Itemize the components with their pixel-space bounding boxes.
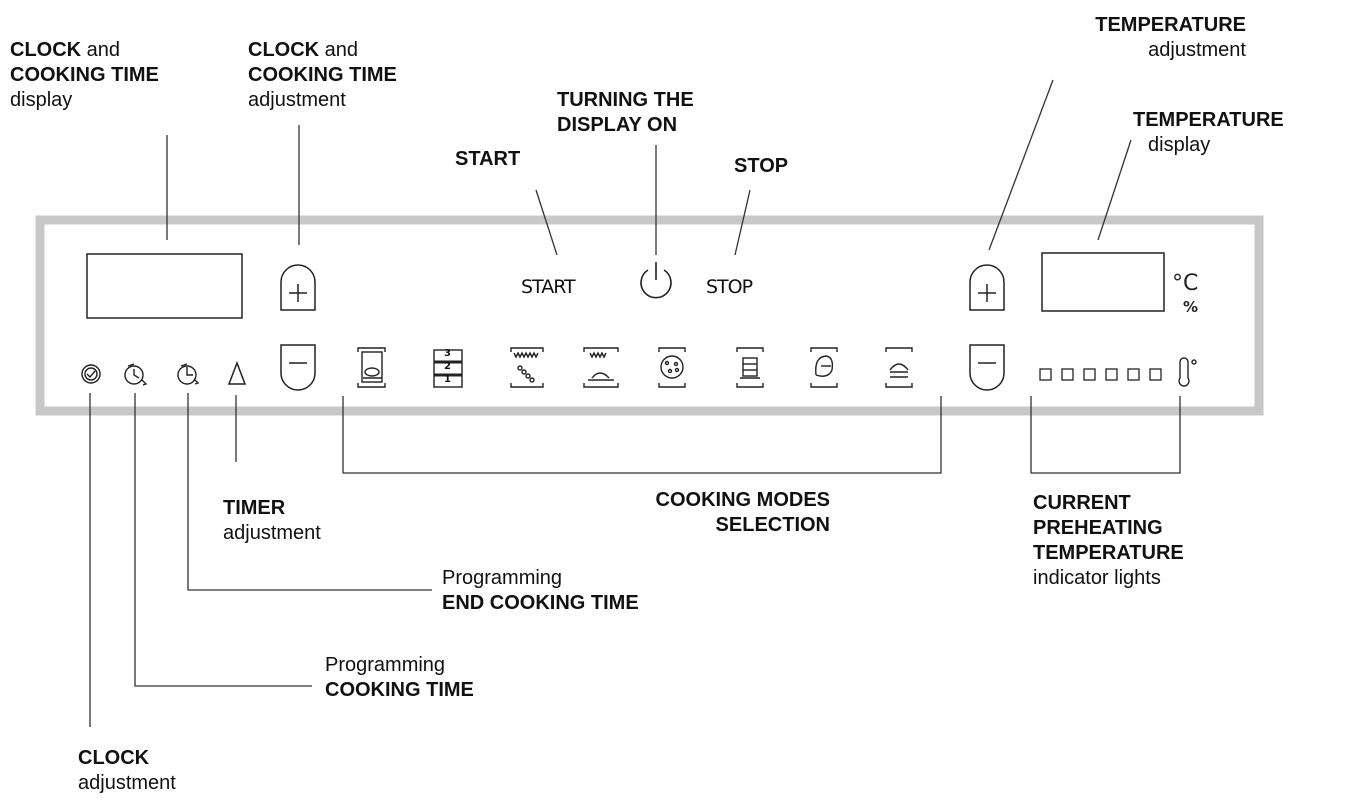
timer-icon — [227, 360, 247, 385]
roast-mode-icon — [357, 347, 386, 388]
percent-unit: % — [1183, 298, 1198, 316]
shelf-level-2: 2 — [444, 361, 451, 372]
pizza-mode-icon — [658, 347, 686, 388]
shelf-level-1: 1 — [444, 374, 451, 385]
power-icon — [640, 262, 672, 299]
grill-mode-icon — [510, 347, 544, 388]
bottom-heat-mode-icon — [885, 347, 913, 388]
label-preheat-indicator: CURRENT PREHEATING TEMPERATURE indicator… — [1033, 492, 1184, 589]
label-temperature-display: TEMPERATURE display — [1133, 109, 1284, 156]
label-end-cooking-time: Programming END COOKING TIME — [442, 567, 639, 614]
label-start: START — [455, 148, 521, 170]
clock-icon — [81, 364, 101, 384]
time-plus-key — [280, 264, 316, 311]
preheat-light — [1039, 368, 1052, 381]
time-minus-key — [280, 344, 316, 391]
label-cooking-time: Programming COOKING TIME — [325, 654, 474, 701]
label-clock-adjustment: CLOCK and COOKING TIME adjustment — [248, 39, 397, 111]
panel-frame — [35, 215, 1264, 416]
label-turning-display-on: TURNING THE DISPLAY ON — [557, 89, 694, 136]
preheat-light — [1127, 368, 1140, 381]
temperature-display-screen — [1041, 252, 1165, 312]
label-clock-adjustment-bottom: CLOCK adjustment — [78, 747, 176, 794]
stop-key-label: STOP — [706, 276, 753, 298]
thermometer-icon — [1178, 357, 1197, 387]
preheat-light — [1105, 368, 1118, 381]
preheat-light — [1061, 368, 1074, 381]
temperature-plus-key — [969, 264, 1005, 311]
multilevel-mode-icon — [433, 349, 463, 388]
leader-lines — [89, 79, 1181, 727]
preheat-light — [1083, 368, 1096, 381]
label-timer-adjustment: TIMER adjustment — [223, 497, 321, 544]
label-cooking-modes-selection: COOKING MODES SELECTION — [655, 489, 830, 536]
shelf-level-3: 3 — [444, 348, 451, 359]
top-heat-mode-icon — [583, 347, 619, 388]
pastry-mode-icon — [736, 347, 764, 388]
label-clock-display: CLOCK and COOKING TIME display — [10, 39, 159, 111]
label-stop: STOP — [734, 155, 789, 177]
clock-display-screen — [86, 253, 243, 319]
label-temperature-adjustment: TEMPERATURE adjustment — [1095, 14, 1246, 61]
cooking-time-icon — [124, 363, 148, 386]
celsius-unit: °C — [1172, 271, 1198, 296]
temperature-minus-key — [969, 344, 1005, 391]
preheat-indicator-lights — [1039, 368, 1162, 381]
preheat-light — [1149, 368, 1162, 381]
end-cooking-time-icon — [177, 363, 200, 385]
defrost-mode-icon — [810, 347, 838, 388]
start-key-label: START — [521, 276, 576, 298]
